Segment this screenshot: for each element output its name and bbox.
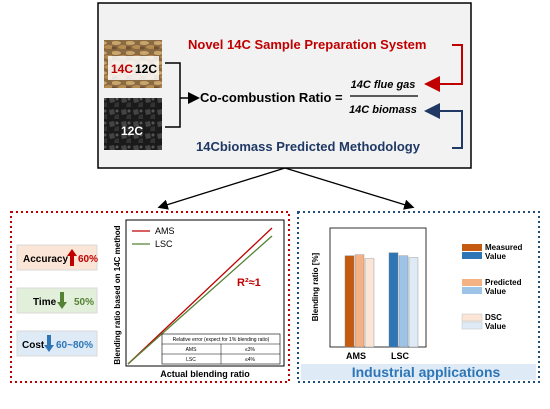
- left-chart-legend: AMS LSC: [132, 226, 175, 249]
- error-table-method: LSC: [186, 357, 196, 363]
- metric-time-value: 50%: [74, 297, 94, 308]
- legend-measured-line1: Measured: [485, 243, 522, 252]
- navy-feedback-arrow: [424, 103, 463, 149]
- ratio-denominator: 14C biomass: [349, 104, 417, 116]
- legend-label-lsc: LSC: [155, 239, 173, 249]
- legend-swatch-predicted-lsc: [462, 287, 482, 294]
- right-panel: Industrial applications Blending ratio […: [297, 211, 540, 383]
- industrial-footer-band: [301, 364, 536, 380]
- error-table-method: AMS: [186, 347, 198, 353]
- bar-lsc-predicted-value: [398, 255, 409, 348]
- left-chart-xlabel: Actual blending ratio: [160, 369, 250, 379]
- ratio-numerator: 14C flue gas: [351, 79, 416, 91]
- predicted-methodology-title: 14Cbiomass Predicted Methodology: [196, 139, 421, 154]
- bar-lsc-measured-value: [388, 252, 399, 348]
- top-section: 14C 12C 12C Novel 14C Sample Preparation…: [97, 2, 472, 169]
- ratio-label: Co-combustion Ratio =: [200, 90, 343, 105]
- coal-12c-label: 12C: [121, 124, 143, 138]
- error-table-value: ≤4%: [245, 357, 256, 363]
- bar-ams-predicted-value: [354, 254, 365, 348]
- series-line-ams: [127, 227, 273, 365]
- arrow-to-right-panel: [284, 167, 415, 210]
- metric-cost-label: Cost: [22, 340, 45, 351]
- legend-dsc-line2: Value: [485, 322, 506, 331]
- metric-accuracy-label: Accuracy: [23, 254, 68, 265]
- r2-label: R²≈1: [237, 277, 261, 289]
- bar-ams-measured-value: [344, 255, 355, 348]
- bar-lsc-dsc-value: [408, 257, 419, 348]
- metric-cost: Cost 60~80%: [16, 330, 98, 357]
- coal-image: [104, 98, 162, 150]
- left-chart-ylabel: Blending ratio based on 14C method: [113, 225, 122, 364]
- right-chart-ylabel: Blending ratio [%]: [311, 252, 320, 321]
- series-line-lsc: [127, 235, 273, 365]
- error-table: Relative error (expect for 1% blending r…: [161, 333, 281, 365]
- category-label-lsc: LSC: [391, 351, 410, 361]
- red-feedback-arrow: [424, 44, 463, 92]
- bracket-line: [165, 62, 181, 128]
- legend-swatch-measured-lsc: [462, 252, 482, 259]
- legend-measured-line2: Value: [485, 252, 506, 261]
- legend-predicted-line2: Value: [485, 287, 506, 296]
- error-table-title: Relative error (expect for 1% blending r…: [173, 337, 270, 343]
- metric-accuracy: Accuracy 60%: [16, 244, 98, 271]
- industrial-footer-label: Industrial applications: [352, 364, 501, 380]
- arrow-to-left-panel: [157, 167, 286, 210]
- legend-swatch-predicted-ams: [462, 279, 482, 286]
- metric-time-label: Time: [33, 297, 57, 308]
- legend-dsc-line1: DSC: [485, 313, 502, 322]
- metric-time: Time 50%: [16, 287, 98, 314]
- bar-group: [344, 252, 419, 348]
- metric-cost-value: 60~80%: [56, 340, 93, 351]
- novel-system-title: Novel 14C Sample Preparation System: [188, 37, 426, 52]
- metric-accuracy-value: 60%: [78, 254, 98, 265]
- sample-14c-label: 14C: [111, 62, 133, 76]
- legend-predicted-line1: Predicted: [485, 278, 522, 287]
- category-label-ams: AMS: [346, 351, 366, 361]
- arrow-up-icon: [67, 249, 77, 266]
- left-panel: Accuracy 60% Time 50% Cost 60~80% Blendi…: [10, 211, 290, 383]
- legend-swatch-measured-ams: [462, 244, 482, 251]
- legend-label-ams: AMS: [155, 226, 175, 236]
- arrow-down-icon: [57, 292, 67, 309]
- right-chart-legend: Measured Value Predicted Value DSC Value: [461, 243, 522, 331]
- bar-ams-dsc-value: [364, 258, 375, 348]
- error-table-value: ≤3%: [245, 347, 256, 353]
- legend-swatch-dsc-ams: [461, 313, 483, 322]
- arrow-down-icon: [44, 335, 54, 352]
- legend-swatch-dsc-lsc: [461, 321, 483, 330]
- sample-12c-label: 12C: [135, 62, 157, 76]
